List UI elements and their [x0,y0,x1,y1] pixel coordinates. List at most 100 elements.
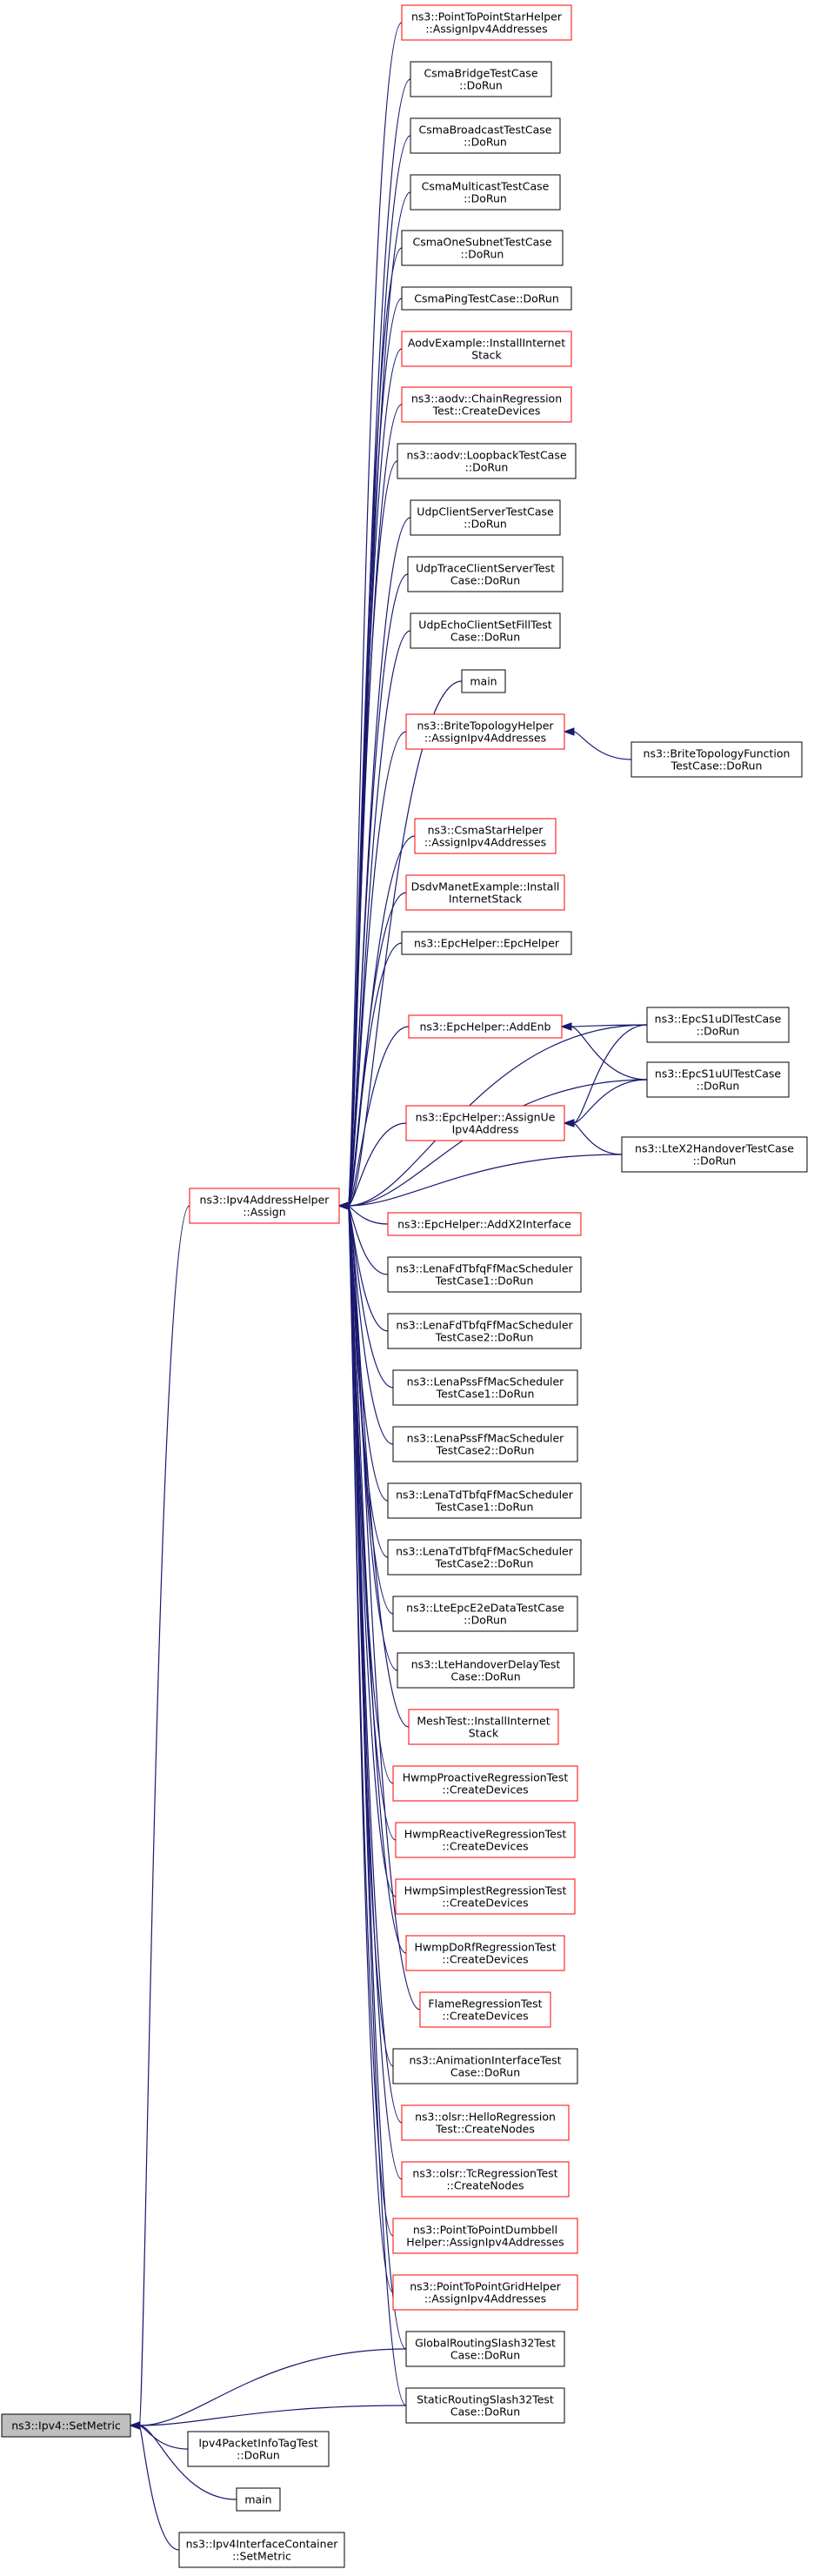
node-hwmpsimplest[interactable]: HwmpSimplestRegressionTest::CreateDevice… [395,1878,576,1915]
call-edge [572,1079,648,1124]
node-hwmpproactive[interactable]: HwmpProactiveRegressionTest::CreateDevic… [392,1765,578,1802]
node-britefunction[interactable]: ns3::BriteTopologyFunctionTestCase::DoRu… [631,741,803,778]
node-box [461,669,506,693]
node-box [408,1709,559,1745]
node-box [405,1935,565,1971]
node-label: Stack [471,349,502,362]
node-udpclientserver[interactable]: UdpClientServerTestCase::DoRun [410,499,561,536]
node-box [631,741,803,778]
node-lteepce2e[interactable]: ns3::LteEpcE2eDataTestCase::DoRun [392,1596,578,1632]
node-box [405,2387,565,2424]
node-lenatdtbfq1[interactable]: ns3::LenaTdTbfqFfMacSchedulerTestCase1::… [387,1482,582,1519]
node-csmamulticast[interactable]: CsmaMulticastTestCase::DoRun [410,174,561,211]
node-ipv4packetinfo[interactable]: Ipv4PacketInfoTagTest::DoRun [187,2431,330,2467]
node-aodvloopback[interactable]: ns3::aodv::LoopbackTestCase::DoRun [397,443,577,479]
node-label: Ipv4PacketInfoTagTest [198,2437,317,2450]
call-edge [572,1122,623,1155]
node-p2pstar[interactable]: ns3::PointToPointStarHelper::AssignIpv4A… [401,4,572,41]
node-assign[interactable]: ns3::Ipv4AddressHelper::Assign [189,1188,340,1224]
node-label: ns3::olsr::TcRegressionTest [412,2167,557,2180]
node-flame[interactable]: FlameRegressionTest::CreateDevices [419,1991,551,2028]
node-aodvchain[interactable]: ns3::aodv::ChainRegressionTest::CreateDe… [401,386,572,423]
node-olsrtc[interactable]: ns3::olsr::TcRegressionTest::CreateNodes [401,2161,570,2198]
call-edge [347,1154,623,1207]
node-csmaping[interactable]: CsmaPingTestCase::DoRun [401,286,572,311]
node-ltex2[interactable]: ns3::LteX2HandoverTestCase::DoRun [621,1136,808,1173]
call-edge [347,1205,421,2011]
node-p2pgrid[interactable]: ns3::PointToPointGridHelper::AssignIpv4A… [392,2274,578,2311]
node-label: ::DoRun [461,248,504,261]
node-label: ns3::BriteTopologyHelper [417,719,554,733]
node-lenafdtbfq2[interactable]: ns3::LenaFdTbfqFfMacSchedulerTestCase2::… [387,1313,582,1349]
arrow-head-icon [129,2421,141,2430]
node-hwmpdorf[interactable]: HwmpDoRfRegressionTest::CreateDevices [405,1935,565,1971]
node-box [405,2331,565,2367]
node-box [387,1256,582,1293]
node-box [392,1765,578,1802]
node-csmaonesubnet[interactable]: CsmaOneSubnetTestCase::DoRun [401,230,564,266]
node-lenapss1[interactable]: ns3::LenaPssFfMacSchedulerTestCase1::DoR… [392,1369,578,1406]
node-britehelper[interactable]: ns3::BriteTopologyHelper::AssignIpv4Addr… [405,713,565,750]
node-ipv4ifcontainer[interactable]: ns3::Ipv4InterfaceContainer::SetMetric [178,2532,345,2568]
call-edge [347,1205,389,1225]
node-box [392,2274,578,2311]
node-label: MeshTest::InstallInternet [417,1715,550,1728]
node-box [407,556,564,592]
node-epcdl[interactable]: ns3::EpcS1uDlTestCase::DoRun [646,1007,790,1043]
node-box [401,286,572,311]
node-label: TestCase2::DoRun [435,1557,534,1570]
node-p2pdumbbell[interactable]: ns3::PointToPointDumbbellHelper::AssignI… [392,2218,578,2254]
node-label: ns3::LteEpcE2eDataTestCase [406,1602,564,1615]
call-edge [138,2425,237,2500]
node-label: ::DoRun [464,136,507,149]
node-csmabroadcast[interactable]: CsmaBroadcastTestCase::DoRun [410,117,561,154]
node-main1[interactable]: main [461,669,506,693]
node-csmastar[interactable]: ns3::CsmaStarHelper::AssignIpv4Addresses [414,818,557,854]
node-label: ::DoRun [697,1080,740,1093]
node-box [236,2487,281,2512]
node-epchelper[interactable]: ns3::EpcHelper::EpcHelper [401,931,572,955]
node-label: Case::DoRun [450,574,520,587]
node-lenapss2[interactable]: ns3::LenaPssFfMacSchedulerTestCase2::DoR… [392,1426,578,1462]
node-hwmpreactive[interactable]: HwmpReactiveRegressionTest::CreateDevice… [395,1822,576,1858]
node-box [401,230,564,266]
node-label: CsmaBroadcastTestCase [419,124,552,137]
node-epcul[interactable]: ns3::EpcS1uUlTestCase::DoRun [646,1061,790,1098]
node-label: ::AssignIpv4Addresses [424,732,546,745]
node-box [621,1136,808,1173]
node-label: ns3::LenaTdTbfqFfMacScheduler [396,1545,574,1558]
node-lenafdtbfq1[interactable]: ns3::LenaFdTbfqFfMacSchedulerTestCase1::… [387,1256,582,1293]
call-edge [347,191,411,1207]
node-label: ns3::EpcHelper::EpcHelper [414,937,560,950]
node-box [401,386,572,423]
node-label: ns3::EpcS1uDlTestCase [655,1013,782,1026]
node-box [392,1596,578,1632]
node-label: ns3::EpcHelper::AddX2Interface [397,1218,571,1231]
node-label: ns3::LenaFdTbfqFfMacScheduler [396,1319,573,1332]
node-csmabridge[interactable]: CsmaBridgeTestCase::DoRun [410,61,552,97]
arrow-head-icon [560,1022,572,1031]
node-label: TestCase::DoRun [671,759,763,773]
call-edge [138,1205,190,2426]
node-box [387,1482,582,1519]
node-olsrhello[interactable]: ns3::olsr::HelloRegressionTest::CreateNo… [401,2104,570,2141]
node-addenb[interactable]: ns3::EpcHelper::AddEnb [408,1014,563,1039]
node-label: ::AssignIpv4Addresses [424,836,546,849]
node-box [397,443,577,479]
call-edge [347,135,411,1207]
node-addx2[interactable]: ns3::EpcHelper::AddX2Interface [387,1212,582,1236]
node-label: ns3::aodv::LoopbackTestCase [406,449,566,462]
node-main2[interactable]: main [236,2487,281,2512]
node-lenatdtbfq2[interactable]: ns3::LenaTdTbfqFfMacSchedulerTestCase2::… [387,1539,582,1576]
call-edge [347,1205,407,2406]
